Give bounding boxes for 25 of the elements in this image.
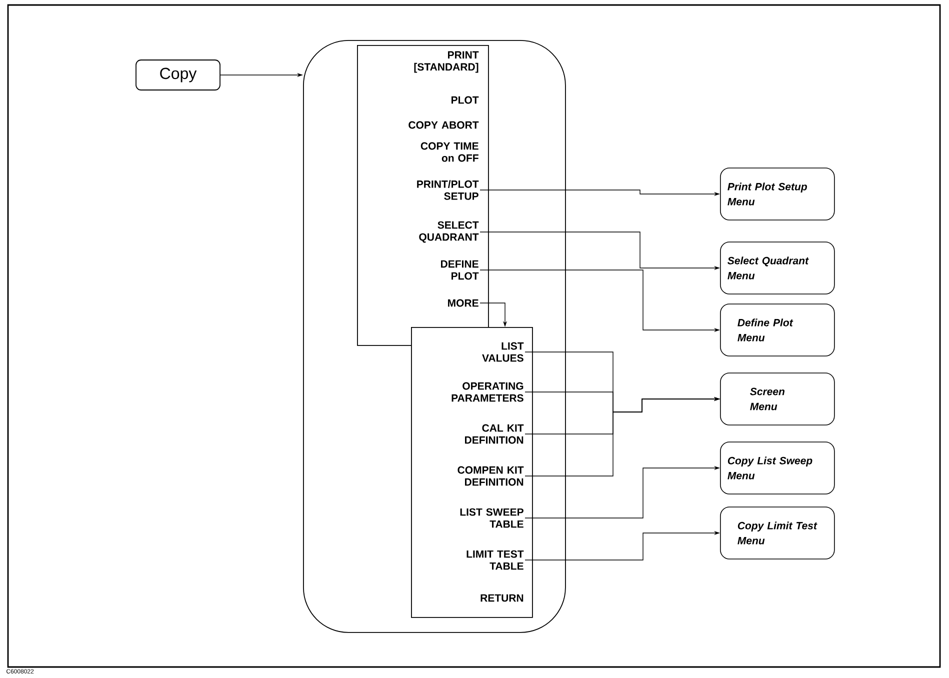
softkey-panel xyxy=(357,45,489,346)
menu-box: Copy List Sweep Menu xyxy=(720,442,835,494)
softkey-label: CAL KIT DEFINITION xyxy=(465,424,524,444)
softkey-label: COMPEN KIT DEFINITION xyxy=(458,466,524,486)
softkey-label: MORE xyxy=(448,299,478,307)
menu-box: Print Plot Setup Menu xyxy=(720,168,835,220)
menu-box: Select Quadrant Menu xyxy=(720,242,835,294)
softkey-label: OPERATING PARAMETERS xyxy=(452,382,524,402)
softkey-label: COPY ABORT xyxy=(408,121,479,129)
softkey-label: DEFINE PLOT xyxy=(441,260,479,280)
key-box: Copy xyxy=(136,60,220,90)
softkey-label: LIMIT TEST TABLE xyxy=(466,550,524,570)
menu-region xyxy=(303,40,566,633)
menu-box: Screen Menu xyxy=(720,372,835,426)
menu-box: Copy Limit Test Menu xyxy=(720,506,835,560)
softkey-label: LIST SWEEP TABLE xyxy=(460,508,524,528)
softkey-panel xyxy=(411,327,533,618)
softkey-label: PRINT/PLOT SETUP xyxy=(417,180,479,200)
softkey-label: LIST VALUES xyxy=(482,342,524,362)
menu-box: Define Plot Menu xyxy=(720,304,835,356)
softkey-label: PLOT xyxy=(452,96,479,104)
softkey-label: RETURN xyxy=(480,594,524,602)
softkey-label: PRINT [STANDARD] xyxy=(414,51,479,73)
softkey-label: COPY TIME on OFF xyxy=(420,142,478,162)
softkey-label: SELECT QUADRANT xyxy=(419,221,479,243)
